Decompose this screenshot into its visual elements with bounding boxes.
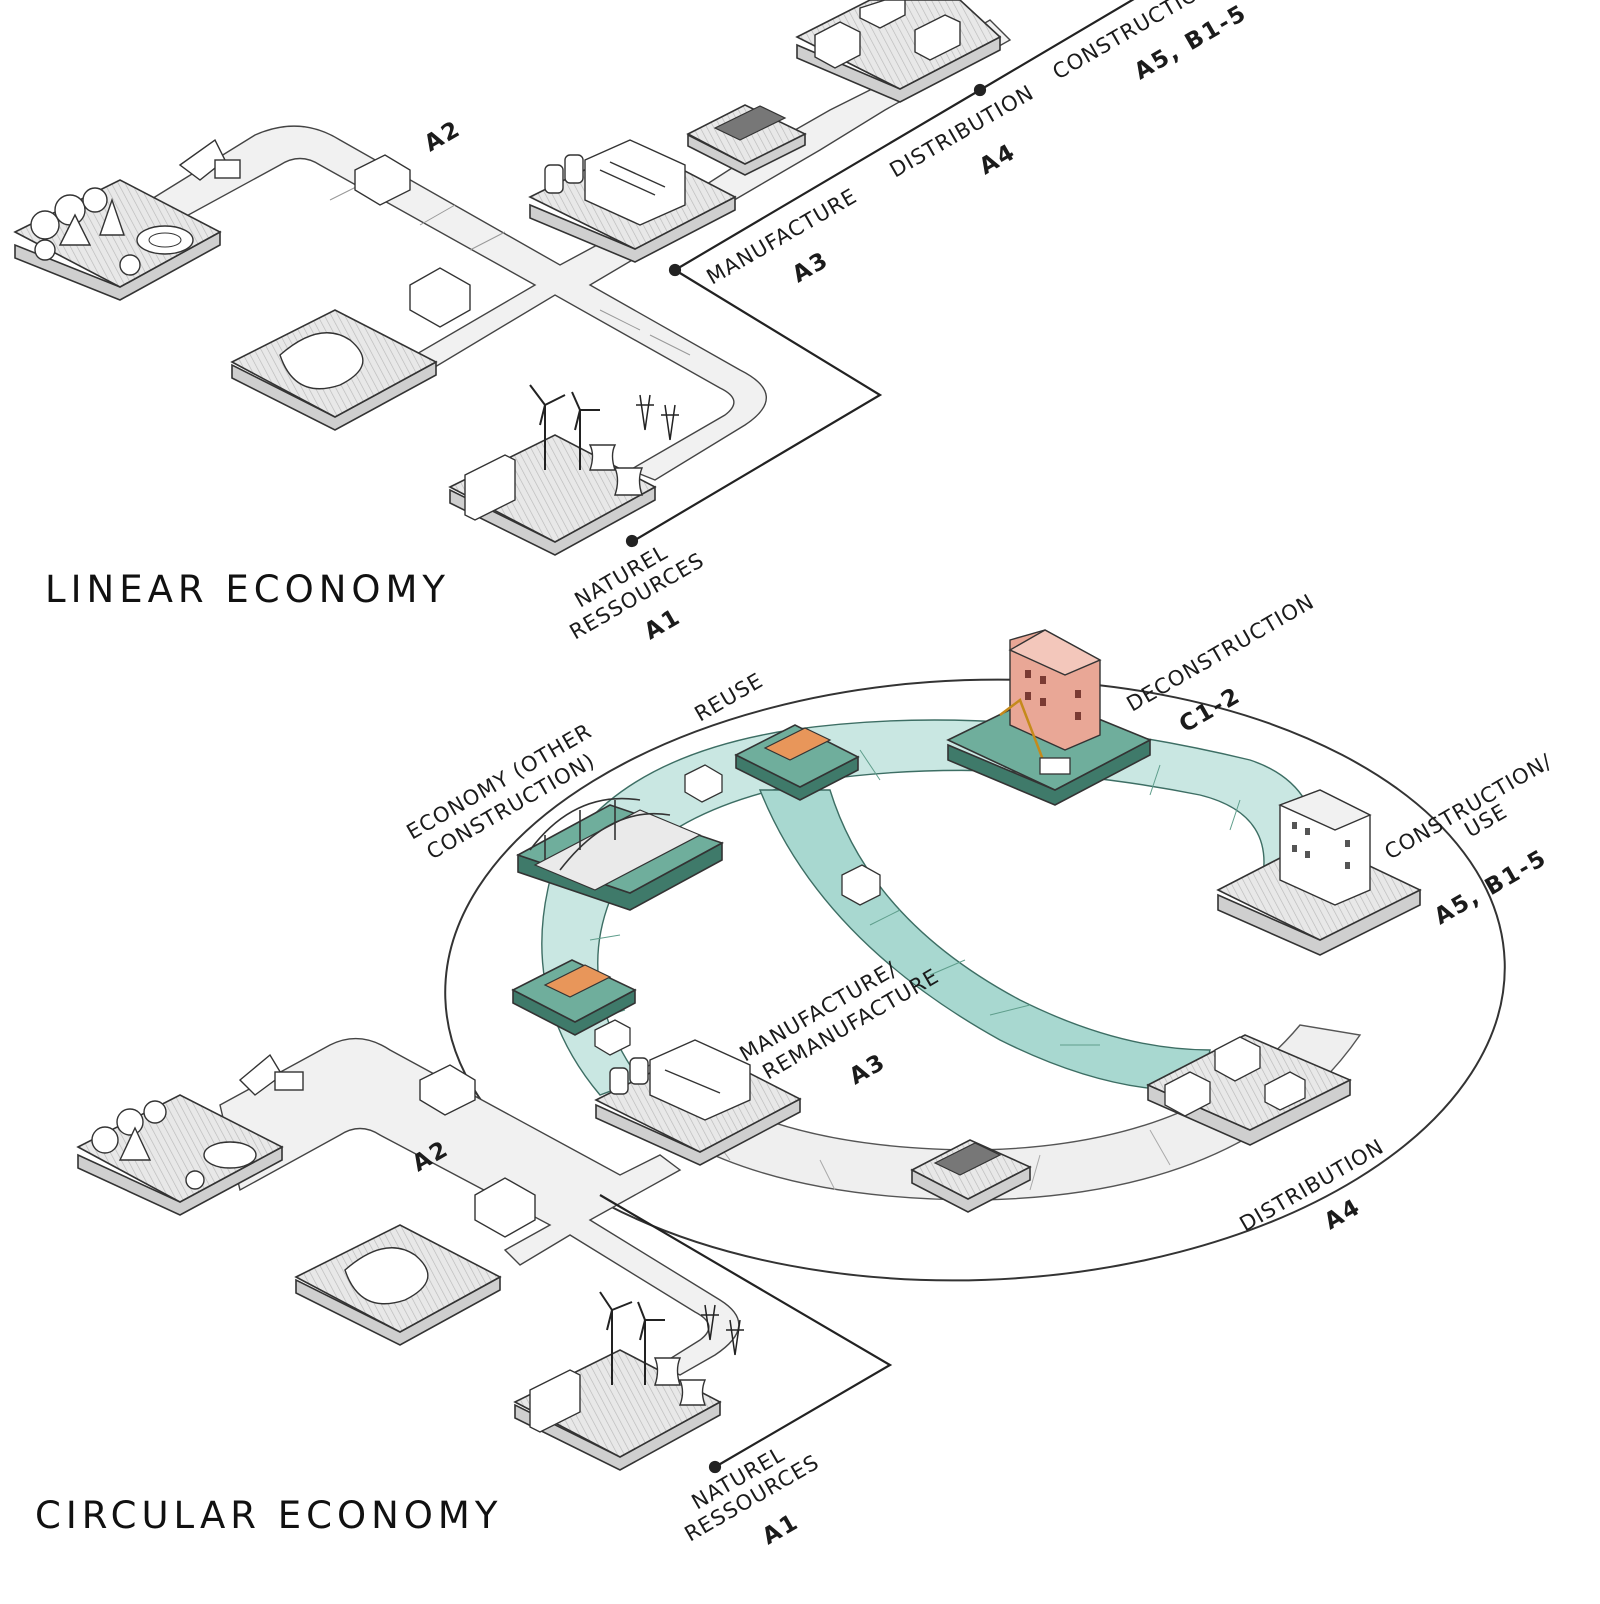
linear-a3-label: A3 bbox=[788, 247, 834, 288]
circular-economy-section: REUSE ECONOMY (OTHER CONSTRUCTION) DECON… bbox=[35, 589, 1556, 1550]
tile-bridge bbox=[516, 797, 724, 911]
tile-deconstruction bbox=[946, 629, 1152, 806]
circular-economy-title: CIRCULAR ECONOMY bbox=[35, 1494, 502, 1537]
demolition-vehicle-icon bbox=[1039, 757, 1071, 775]
tile-circular-forest bbox=[76, 1094, 284, 1216]
tile-circular-energy bbox=[513, 1291, 744, 1471]
grey-band bbox=[608, 1024, 1362, 1201]
quarry-pit bbox=[136, 225, 194, 255]
cooling-tower-icon bbox=[588, 444, 644, 496]
tile-circular-rail bbox=[910, 1139, 1032, 1213]
tile-remanufacture-storage bbox=[511, 959, 637, 1036]
storage-shed-icon bbox=[409, 267, 471, 328]
dam-icon bbox=[464, 454, 516, 521]
linear-economy-section: A2 MANUFACTURE A3 DISTRIBUTION A4 CONSTR… bbox=[13, 0, 1252, 645]
forest-trees bbox=[30, 187, 141, 276]
circular-a1-label: A1 bbox=[758, 1509, 804, 1550]
outer-lifecycle-ring bbox=[444, 678, 1506, 1282]
teal-ring-band bbox=[541, 719, 1319, 1096]
building-red-icon bbox=[1008, 629, 1102, 751]
linear-a4-label: A4 bbox=[975, 139, 1021, 180]
truck-icon bbox=[354, 154, 411, 206]
power-pylon-icon bbox=[636, 394, 679, 441]
tile-circular-factory bbox=[594, 1039, 802, 1166]
circular-factory-icon bbox=[609, 1039, 751, 1121]
circular-truck-icon bbox=[1164, 1036, 1306, 1117]
circular-shed-icon bbox=[474, 1177, 536, 1238]
circular-a4-label: A4 bbox=[1320, 1194, 1366, 1235]
teal-truck-icon bbox=[684, 764, 723, 803]
tile-circular-distribution bbox=[1146, 1034, 1352, 1146]
excavator-icon bbox=[178, 138, 241, 181]
tile-distribution bbox=[795, 0, 1002, 103]
tile-factory bbox=[528, 139, 737, 263]
circular-distribution-label: DISTRIBUTION bbox=[1236, 1134, 1389, 1236]
linear-a2-label: A2 bbox=[420, 116, 466, 157]
factory-icon bbox=[544, 139, 686, 226]
tile-construction-use bbox=[1216, 789, 1422, 956]
remanufacture-truck-icon bbox=[594, 1019, 631, 1056]
demolition-excavator-icon bbox=[999, 698, 1047, 766]
delivery-truck-icon bbox=[814, 0, 961, 69]
tile-forest-quarry bbox=[13, 179, 222, 301]
linear-economy-title: LINEAR ECONOMY bbox=[45, 568, 450, 611]
c12-label: C1-2 bbox=[1175, 682, 1246, 738]
linear-bracket bbox=[625, 0, 1135, 548]
tile-reuse-storage bbox=[734, 724, 860, 801]
reuse-label: REUSE bbox=[691, 668, 768, 726]
linear-a1-label: A1 bbox=[640, 604, 686, 645]
diagonal-truck-icon bbox=[841, 864, 881, 906]
wind-turbine-icon bbox=[529, 384, 600, 470]
circular-a2-truck-icon bbox=[419, 1064, 476, 1116]
circular-linear-roads bbox=[219, 1037, 740, 1376]
apartment-building-icon bbox=[1278, 789, 1372, 906]
tile-rail bbox=[686, 104, 807, 176]
tile-circular-terrain bbox=[294, 1224, 502, 1346]
construction-use-label-1: CONSTRUCTION/ bbox=[1381, 749, 1557, 864]
tile-energy bbox=[448, 384, 679, 556]
circular-bracket bbox=[599, 1194, 893, 1474]
circular-excavator-icon bbox=[238, 1053, 304, 1096]
circular-a3-label: A3 bbox=[845, 1049, 891, 1090]
bridge-icon bbox=[529, 797, 671, 871]
circular-a5-label: A5, B1-5 bbox=[1430, 845, 1552, 930]
tile-terrain bbox=[230, 309, 438, 431]
